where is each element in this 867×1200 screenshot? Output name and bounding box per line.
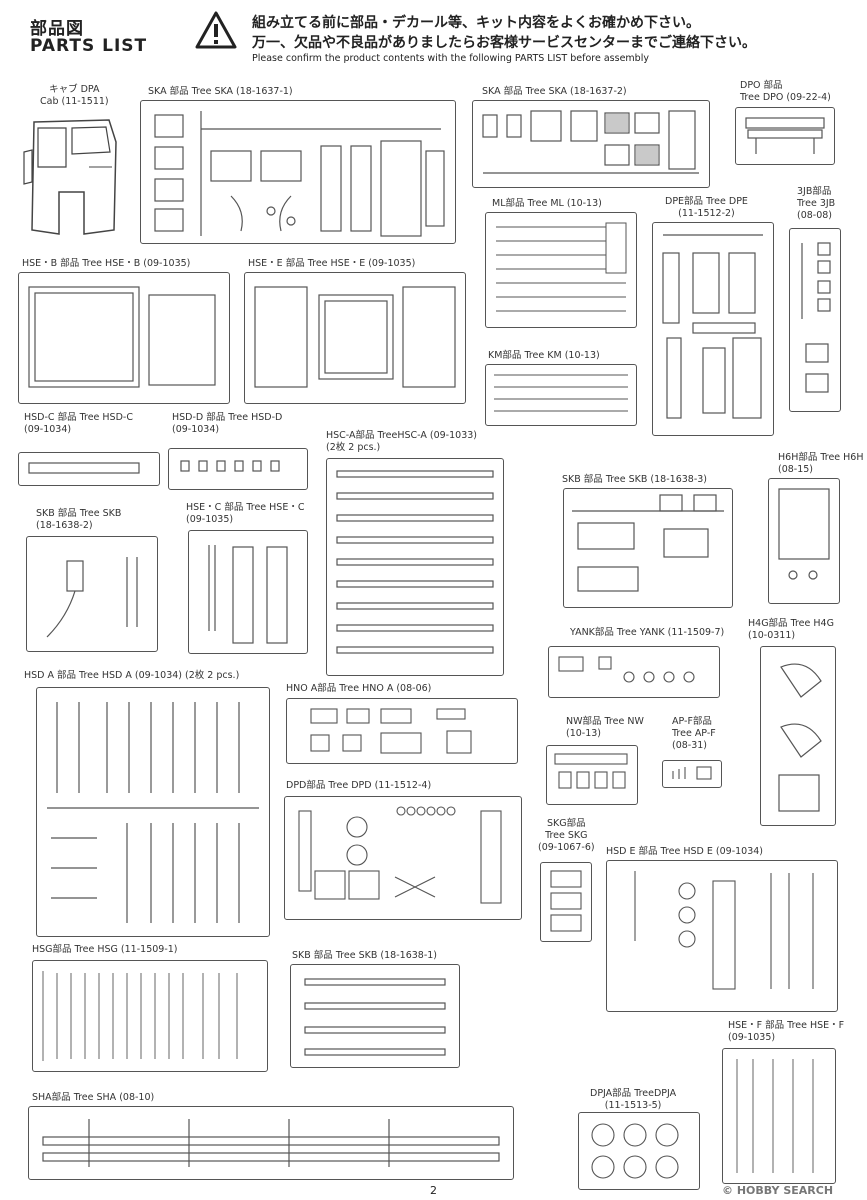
label-ml: ML部品 Tree ML (10-13) (492, 198, 602, 209)
tree-ml (485, 212, 637, 328)
tree-apf (662, 760, 722, 788)
label-h6h: H6H部品 Tree H6H(08-15) (778, 452, 864, 475)
tree-dpe (652, 222, 774, 436)
label-skb3: SKB 部品 Tree SKB (18-1638-3) (562, 474, 708, 485)
label-dpja: DPJA部品 TreeDPJA(11-1513-5) (590, 1088, 677, 1111)
tree-hseb (18, 272, 230, 404)
label-nw: NW部品 Tree NW(10-13) (566, 716, 644, 739)
label-dpe: DPE部品 Tree DPE(11-1512-2) (665, 196, 748, 219)
tree-nw (546, 745, 638, 805)
label-hsee: HSE・E 部品 Tree HSE・E (09-1035) (248, 258, 416, 269)
watermark: © HOBBY SEARCH (722, 1184, 834, 1197)
tree-hsdd (168, 448, 308, 490)
tree-yank (548, 646, 720, 698)
tree-skb3 (563, 488, 733, 608)
label-hsef: HSE・F 部品 Tree HSE・F(09-1035) (728, 1020, 845, 1043)
label-hsdc: HSD-C 部品 Tree HSD-C(09-1034) (24, 412, 133, 435)
label-hsca: HSC-A部品 TreeHSC-A (09-1033)(2枚 2 pcs.) (326, 430, 477, 453)
tree-skb1 (290, 964, 460, 1068)
tree-hsef (722, 1048, 836, 1184)
label-hsda: HSD A 部品 Tree HSD A (09-1034) (2枚 2 pcs.… (24, 670, 240, 681)
warning-text-en: Please confirm the product contents with… (252, 53, 649, 64)
label-sha: SHA部品 Tree SHA (08-10) (32, 1092, 155, 1103)
tree-hsca (326, 458, 504, 676)
label-hseb: HSE・B 部品 Tree HSE・B (09-1035) (22, 258, 191, 269)
tree-hsg (32, 960, 268, 1072)
warning-icon (195, 10, 237, 50)
tree-hsda (36, 687, 270, 937)
tree-h4g (760, 646, 836, 826)
label-ska1: SKA 部品 Tree SKA (18-1637-1) (148, 86, 293, 97)
label-h4g: H4G部品 Tree H4G(10-0311) (748, 618, 834, 641)
label-yank: YANK部品 Tree YANK (11-1509-7) (570, 627, 725, 638)
warning-text-line1: 組み立てる前に部品・デカール等、キット内容をよくお確かめ下さい。 (252, 15, 700, 31)
page-number: 2 (430, 1184, 437, 1197)
label-km: KM部品 Tree KM (10-13) (488, 350, 600, 361)
tree-dpja (578, 1112, 700, 1190)
tree-sha (28, 1106, 514, 1180)
tree-hsee (244, 272, 466, 404)
tree-h6h (768, 478, 840, 604)
tree-skg (540, 862, 592, 942)
page-title-en: PARTS LIST (30, 36, 148, 56)
label-skb2: SKB 部品 Tree SKB(18-1638-2) (36, 508, 122, 531)
label-hnoa: HNO A部品 Tree HNO A (08-06) (286, 683, 432, 694)
tree-km (485, 364, 637, 426)
tree-hsde (606, 860, 838, 1012)
label-dpd: DPD部品 Tree DPD (11-1512-4) (286, 780, 432, 791)
label-hsde: HSD E 部品 Tree HSD E (09-1034) (606, 846, 764, 857)
tree-dpo (735, 107, 835, 165)
tree-hsec (188, 530, 308, 654)
tree-dpd (284, 796, 522, 920)
tree-skb2 (26, 536, 158, 652)
label-hsg: HSG部品 Tree HSG (11-1509-1) (32, 944, 178, 955)
cab-drawing (14, 112, 124, 237)
tree-ska1 (140, 100, 456, 244)
label-hsec: HSE・C 部品 Tree HSE・C(09-1035) (186, 502, 305, 525)
tree-ska2 (472, 100, 710, 188)
tree-3jb (789, 228, 841, 412)
page-title-jp: 部品図 (30, 19, 84, 39)
label-hsdd: HSD-D 部品 Tree HSD-D(09-1034) (172, 412, 283, 435)
tree-hnoa (286, 698, 518, 764)
label-ska2: SKA 部品 Tree SKA (18-1637-2) (482, 86, 627, 97)
warning-text-line2: 万一、欠品や不良品がありましたらお客様サービスセンターまでご連絡下さい。 (252, 35, 756, 51)
label-skb1: SKB 部品 Tree SKB (18-1638-1) (292, 950, 438, 961)
tree-hsdc (18, 452, 160, 486)
